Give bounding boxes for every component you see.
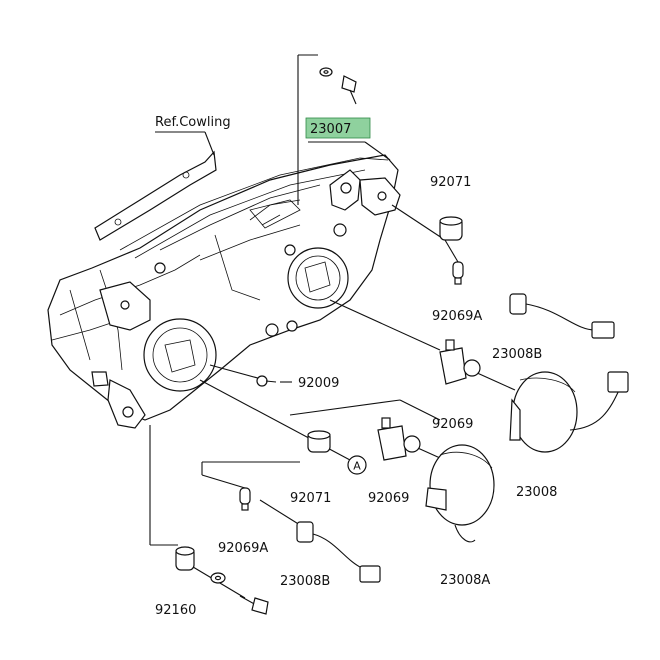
grommet-92071-top[interactable] xyxy=(439,216,463,241)
socket-23008B-top[interactable] xyxy=(509,293,615,339)
label-92069A-bottom[interactable]: 92069A xyxy=(218,541,268,556)
headlight-assembly-23007[interactable] xyxy=(47,154,401,429)
lower-bolt[interactable] xyxy=(239,595,269,615)
label-92071-top[interactable]: 92071 xyxy=(430,175,471,190)
label-92071-bottom[interactable]: 92071 xyxy=(290,491,331,506)
top-washer[interactable] xyxy=(319,67,333,77)
label-92009[interactable]: 92009 xyxy=(298,376,339,391)
label-92069A-top[interactable]: 92069A xyxy=(432,309,482,324)
label-92160[interactable]: 92160 xyxy=(155,603,196,618)
cover-23008A[interactable] xyxy=(425,444,495,543)
cover-23008[interactable] xyxy=(509,371,629,453)
bulb-92069A-top[interactable] xyxy=(452,261,464,285)
bulb-92069-mid[interactable] xyxy=(377,417,421,461)
grommet-92071-bottom[interactable] xyxy=(307,430,331,453)
label-ref-cowling: Ref.Cowling xyxy=(155,115,231,130)
label-23008A[interactable]: 23008A xyxy=(440,573,490,588)
grommet-92160[interactable] xyxy=(175,546,195,571)
label-92069-right[interactable]: 92069 xyxy=(432,417,473,432)
label-23008B-top[interactable]: 23008B xyxy=(492,347,542,362)
label-23008B-bottom[interactable]: 23008B xyxy=(280,574,330,589)
bulb-92069-right[interactable] xyxy=(439,339,481,385)
cowling-reference-bracket xyxy=(94,131,217,241)
highlight-23007 xyxy=(305,117,371,139)
label-23007[interactable]: 23007 xyxy=(310,122,351,137)
label-23008[interactable]: 23008 xyxy=(516,485,557,500)
reference-marker-A-label: A xyxy=(353,460,361,473)
screw-92009[interactable] xyxy=(256,375,292,387)
reference-marker-A: A xyxy=(347,455,367,475)
bulb-92069A-bottom[interactable] xyxy=(239,487,251,511)
lower-washer[interactable] xyxy=(210,572,226,584)
socket-23008B-bottom[interactable] xyxy=(296,521,381,583)
label-92069-mid[interactable]: 92069 xyxy=(368,491,409,506)
top-bolt[interactable] xyxy=(341,75,357,105)
